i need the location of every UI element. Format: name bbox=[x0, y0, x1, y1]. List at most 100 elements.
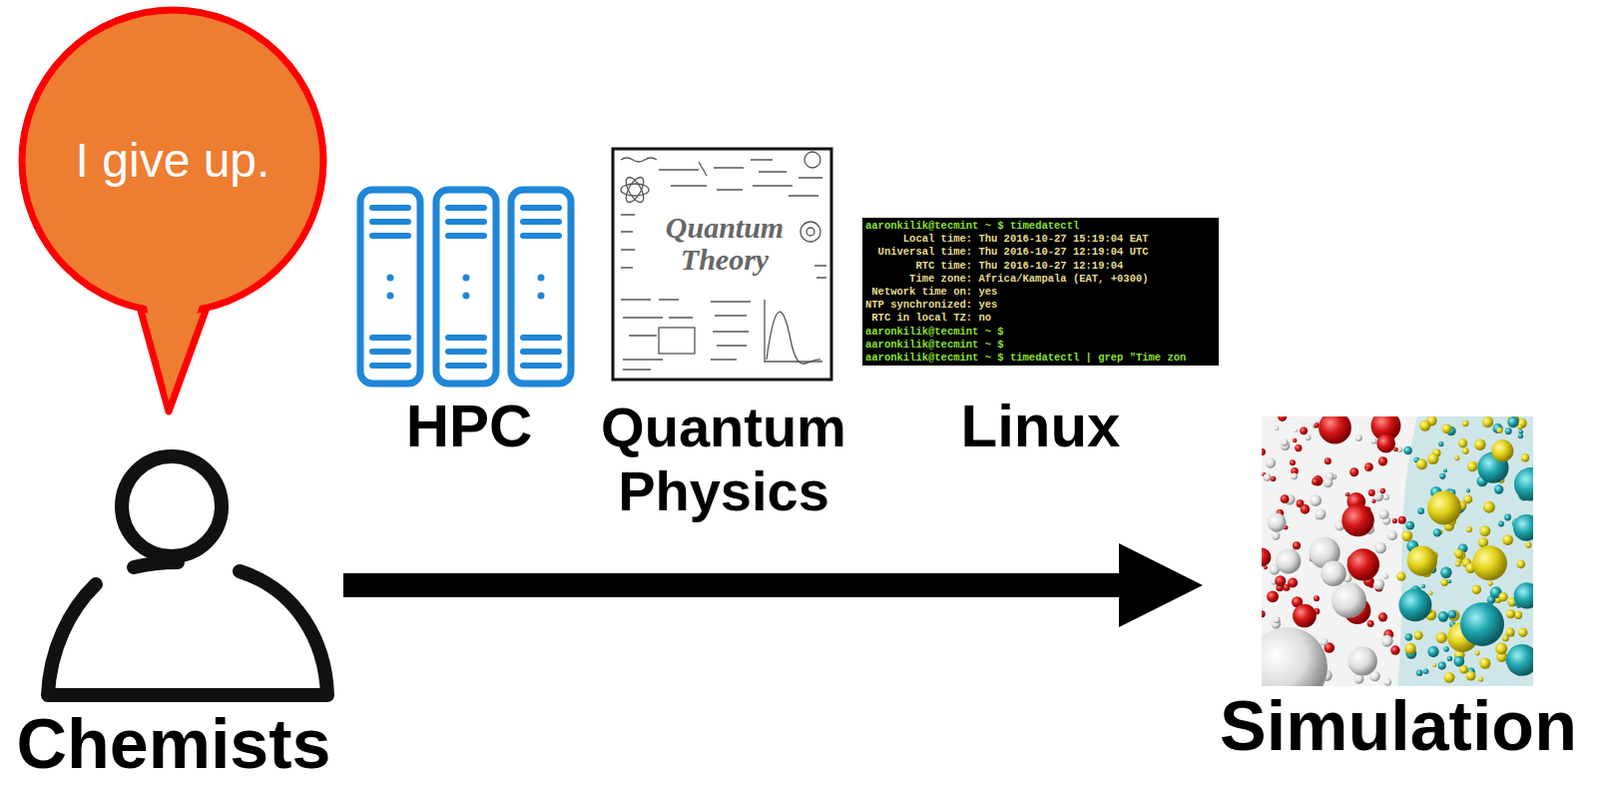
atom bbox=[1314, 508, 1326, 520]
atom bbox=[1506, 643, 1534, 676]
atom bbox=[1347, 547, 1380, 580]
server-stripe bbox=[448, 348, 485, 355]
atom bbox=[1507, 416, 1519, 428]
atom bbox=[1405, 521, 1415, 531]
atom bbox=[1403, 446, 1413, 456]
arrow-head bbox=[1118, 542, 1203, 627]
atom bbox=[1504, 514, 1512, 522]
atom bbox=[1475, 649, 1481, 655]
flow-arrow bbox=[343, 542, 1203, 627]
atom bbox=[1414, 630, 1424, 640]
server-stripe bbox=[523, 232, 559, 239]
atom bbox=[1514, 581, 1534, 608]
atom bbox=[1466, 488, 1471, 493]
atom bbox=[1458, 438, 1468, 448]
atom bbox=[1416, 669, 1423, 676]
server-dot bbox=[387, 292, 395, 300]
atom bbox=[1498, 521, 1505, 528]
atom bbox=[1447, 655, 1453, 661]
picture-title: Quantum Theory bbox=[638, 211, 811, 275]
atom bbox=[1462, 447, 1470, 455]
atom bbox=[1441, 578, 1449, 586]
server-stripe bbox=[448, 218, 485, 225]
atom bbox=[1313, 422, 1319, 428]
server-stripe bbox=[372, 348, 409, 355]
atom bbox=[1427, 453, 1439, 465]
atom bbox=[1275, 547, 1301, 573]
hpc-icon-box: HPC bbox=[349, 185, 589, 460]
atom bbox=[1349, 467, 1359, 477]
atom bbox=[1525, 541, 1532, 548]
atom bbox=[1492, 423, 1503, 434]
atom bbox=[1292, 603, 1317, 628]
terminal-line: Time zone: Africa/Kampala (EAT, +0300) bbox=[865, 272, 1149, 286]
atom bbox=[1355, 434, 1363, 442]
atom bbox=[1287, 577, 1298, 588]
node-label: Chemists bbox=[9, 708, 338, 779]
atom bbox=[1502, 533, 1514, 545]
atom bbox=[1404, 642, 1416, 654]
atom bbox=[1374, 541, 1387, 554]
atom bbox=[1292, 540, 1301, 549]
speech-bubble: I give up. bbox=[13, 3, 332, 416]
atom bbox=[1453, 655, 1465, 667]
atom bbox=[1401, 530, 1413, 541]
atom bbox=[1491, 439, 1514, 462]
atom bbox=[1280, 494, 1290, 504]
atom bbox=[1494, 484, 1504, 494]
atom bbox=[1293, 428, 1298, 433]
atom bbox=[1304, 434, 1311, 441]
atom bbox=[1273, 615, 1281, 623]
atom bbox=[1438, 441, 1444, 447]
atom bbox=[1341, 504, 1374, 536]
atom bbox=[1443, 645, 1449, 651]
atom bbox=[1423, 668, 1430, 675]
atom bbox=[1521, 453, 1530, 462]
atom bbox=[1289, 459, 1296, 466]
server-stripe bbox=[448, 204, 485, 211]
atom bbox=[1516, 559, 1526, 569]
server-icon bbox=[360, 189, 571, 384]
server-stripe bbox=[372, 362, 409, 369]
atom bbox=[1309, 494, 1322, 507]
atom bbox=[1479, 657, 1491, 669]
chemists-person-box: Chemists bbox=[3, 439, 344, 779]
server-stripe bbox=[523, 204, 559, 211]
atom bbox=[1439, 473, 1446, 480]
atom bbox=[1290, 472, 1298, 480]
server-dot bbox=[537, 274, 545, 282]
atom bbox=[1505, 427, 1513, 435]
physics-picture-box: Quantum Physics bbox=[578, 145, 869, 525]
atom bbox=[1488, 580, 1494, 586]
atom bbox=[1378, 611, 1388, 621]
atom bbox=[1376, 434, 1396, 454]
terminal-line: aaronkilik@tecmint ~ $ bbox=[865, 338, 1005, 352]
atom bbox=[1383, 677, 1392, 686]
atom bbox=[1513, 514, 1534, 541]
atom bbox=[1407, 544, 1438, 575]
atom bbox=[1320, 637, 1328, 645]
bubble-outline bbox=[13, 3, 332, 416]
atom bbox=[1448, 608, 1461, 621]
atom bbox=[1396, 571, 1406, 581]
atom bbox=[1416, 458, 1428, 470]
atom bbox=[1378, 509, 1389, 520]
terminal-line: Network time on: yes bbox=[865, 285, 998, 299]
atom bbox=[1462, 420, 1469, 427]
atom bbox=[1320, 559, 1347, 586]
atom bbox=[1466, 670, 1477, 681]
atom bbox=[1496, 427, 1503, 434]
simulation-picture bbox=[1261, 416, 1534, 686]
atom bbox=[1483, 501, 1496, 514]
terminal-line: Local time: Thu 2016-10-27 15:19:04 EAT bbox=[865, 232, 1149, 246]
atom bbox=[1506, 608, 1516, 618]
atom bbox=[1383, 494, 1390, 501]
atom bbox=[1518, 433, 1524, 439]
atom bbox=[1518, 429, 1524, 435]
atom bbox=[1392, 518, 1398, 524]
atom bbox=[1378, 456, 1388, 466]
atom bbox=[1479, 525, 1491, 536]
atom bbox=[1444, 671, 1456, 683]
atom bbox=[1323, 477, 1334, 488]
atom bbox=[1448, 609, 1458, 619]
